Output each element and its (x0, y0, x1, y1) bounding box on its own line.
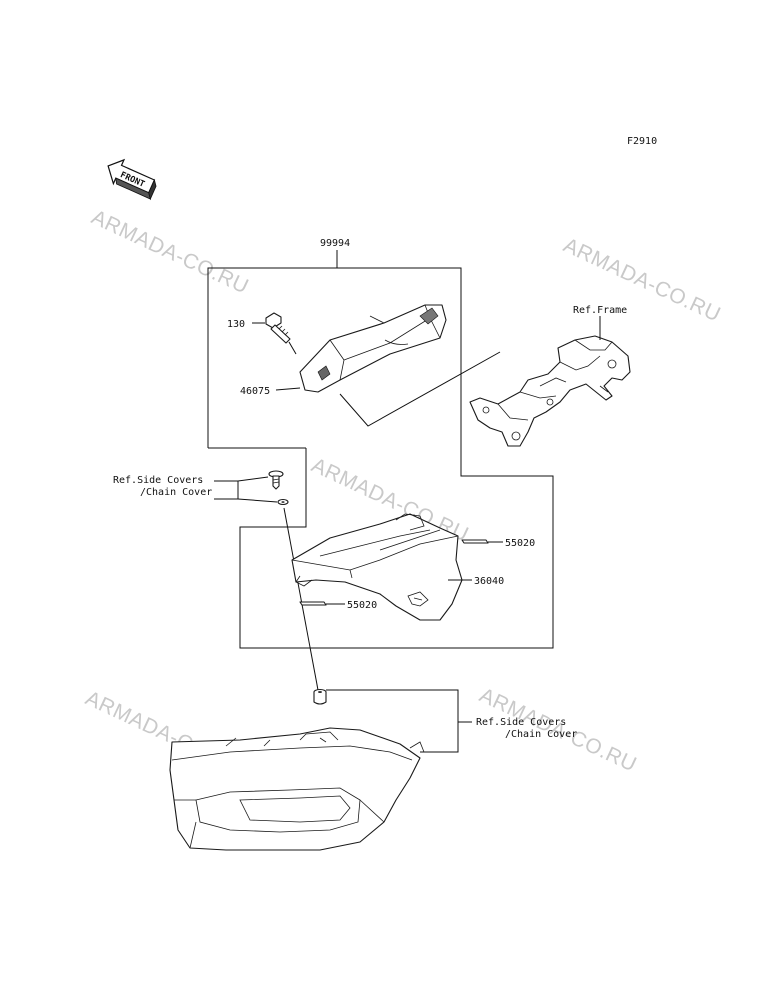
ref-frame-label: Ref.Frame (573, 305, 627, 316)
ref-side-covers-bottom-label-line1: Ref.Side Covers (476, 717, 566, 728)
pad-lower-label: 55020 (347, 600, 377, 611)
pad-upper-part (461, 539, 489, 544)
cover-part (291, 513, 463, 621)
screw-part (268, 470, 284, 490)
bracket-part (299, 304, 447, 393)
frame-part (469, 335, 631, 447)
cover-label: 36040 (474, 576, 504, 587)
side-cover-part (169, 727, 425, 851)
ref-side-covers-bottom-label-line2: /Chain Cover (505, 729, 577, 740)
pad-upper-label: 55020 (505, 538, 535, 549)
ref-side-covers-top-label-line2: /Chain Cover (140, 487, 212, 498)
collar-part (313, 688, 327, 705)
bracket-label: 46075 (240, 386, 270, 397)
pad-lower-part (299, 601, 327, 606)
washer-part (277, 498, 289, 506)
assembly-label: 99994 (320, 238, 350, 249)
diagram-code: F2910 (627, 136, 657, 147)
assembly-outline (207, 250, 554, 649)
bolt-label: 130 (227, 319, 245, 330)
bolt-part (265, 312, 291, 344)
front-arrow-icon: FRONT (107, 158, 157, 201)
watermark: ARMADA-CO.RU (88, 206, 252, 299)
ref-side-covers-top-label-line1: Ref.Side Covers (113, 475, 203, 486)
